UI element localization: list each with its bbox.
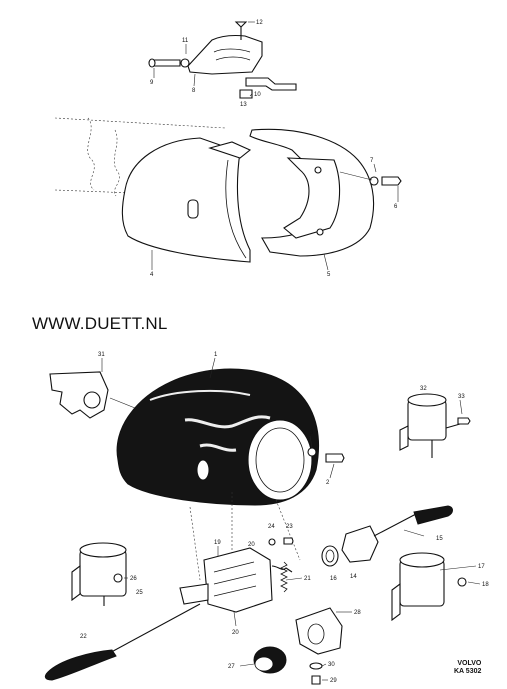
leader-lines xyxy=(101,21,481,681)
callout-7: 7 xyxy=(370,158,374,164)
callout-20-lower: 20 xyxy=(232,630,239,636)
callout-2: 2 xyxy=(326,480,330,486)
callout-31: 31 xyxy=(98,352,105,358)
callout-5: 5 xyxy=(327,272,331,278)
callout-23: 23 xyxy=(286,524,293,530)
callout-17: 17 xyxy=(478,564,485,570)
lamp-bracket xyxy=(295,607,343,655)
callout-26: 26 xyxy=(130,576,137,582)
bracket-clip xyxy=(245,77,297,91)
callout-30: 30 xyxy=(328,662,335,668)
lever-knob xyxy=(44,649,117,681)
housing-opening xyxy=(247,419,313,501)
brand-label: VOLVO xyxy=(457,660,482,667)
callout-20-upper: 20 xyxy=(248,542,255,548)
callout-15: 15 xyxy=(436,536,443,542)
drawing-stamp: VOLVO KA 5302 xyxy=(454,660,481,676)
callout-10: 10 xyxy=(254,92,261,98)
callout-12: 12 xyxy=(256,20,263,26)
callout-21: 21 xyxy=(304,576,311,582)
bracket-pin xyxy=(151,59,181,67)
callout-11: 11 xyxy=(182,38,189,44)
shroud-lower-half xyxy=(121,137,251,263)
callout-32: 32 xyxy=(420,386,427,392)
callout-24: 24 xyxy=(268,524,275,530)
callout-28: 28 xyxy=(354,610,361,616)
return-spring xyxy=(280,561,288,593)
callout-9: 9 xyxy=(150,80,154,86)
grommet xyxy=(321,545,339,567)
hex-bolt xyxy=(381,176,402,186)
callout-labels: 12 11 9 8 10 13 7 6 4 5 31 1 32 33 3 2 2… xyxy=(80,20,489,684)
mounting-clip xyxy=(49,371,109,419)
wiper-knob xyxy=(413,505,453,525)
callout-33: 33 xyxy=(458,394,465,400)
callout-8: 8 xyxy=(192,88,196,94)
turn-signal-lever xyxy=(103,603,201,657)
callout-13: 13 xyxy=(240,102,247,108)
washer xyxy=(369,176,379,186)
switch-bracket xyxy=(187,34,263,75)
callout-19: 19 xyxy=(214,540,221,546)
callout-27: 27 xyxy=(228,664,235,670)
callout-6: 6 xyxy=(394,204,398,210)
callout-3: 3 xyxy=(310,430,314,436)
callout-22: 22 xyxy=(80,634,87,640)
callout-29: 29 xyxy=(330,678,337,684)
callout-25: 25 xyxy=(136,590,143,596)
drawing-code: KA 5302 xyxy=(454,668,482,675)
callout-1: 1 xyxy=(214,352,218,358)
bottom-assembly xyxy=(44,368,471,685)
callout-14: 14 xyxy=(350,574,357,580)
callout-18: 18 xyxy=(482,582,489,588)
website-watermark: WWW.DUETT.NL xyxy=(32,314,168,333)
combination-switch xyxy=(203,547,273,613)
top-assembly xyxy=(54,21,402,263)
callout-4: 4 xyxy=(150,272,154,278)
wiper-switch xyxy=(341,525,379,563)
callout-16: 16 xyxy=(330,576,337,582)
